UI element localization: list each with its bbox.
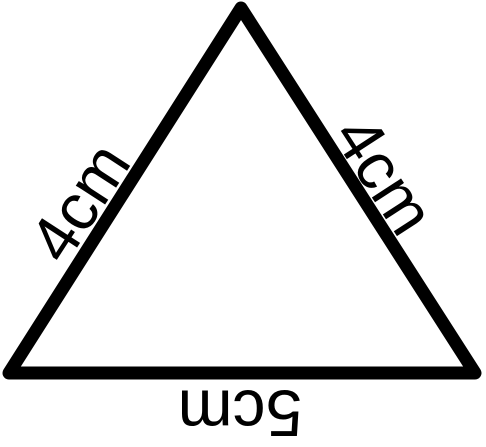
bottom-side-label: 5cm (178, 377, 303, 447)
right-side-label: 4cm (320, 103, 450, 248)
triangle-outline (2, 1, 482, 380)
